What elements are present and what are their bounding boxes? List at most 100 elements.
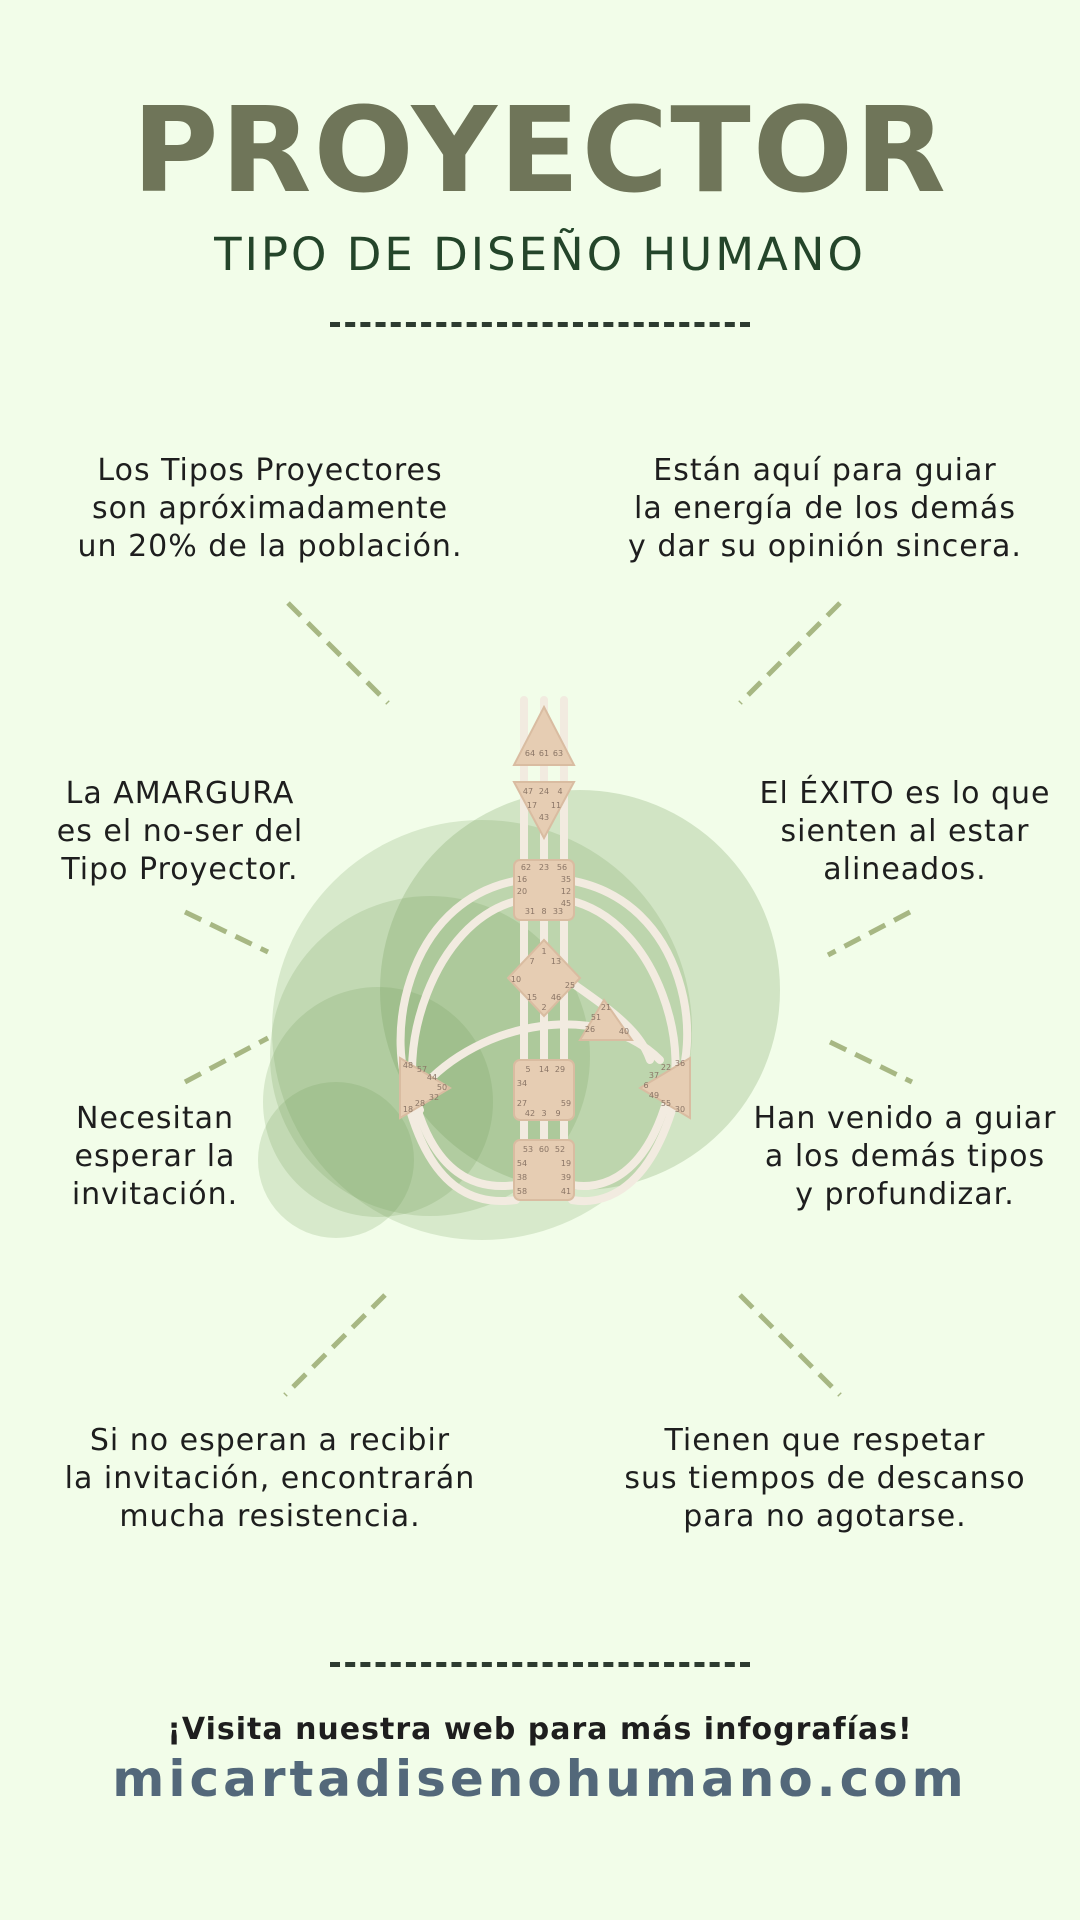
gate-number: 51 (591, 1013, 601, 1022)
gate-number: 45 (561, 899, 571, 908)
gate-number: 7 (529, 957, 534, 966)
root-center (513, 1139, 575, 1201)
gate-number: 21 (601, 1003, 611, 1012)
gate-number: 6 (643, 1081, 648, 1090)
gate-number: 47 (523, 787, 533, 796)
heart-center (578, 998, 634, 1041)
gate-number: 36 (675, 1059, 685, 1068)
page-subtitle: TIPO DE DISEÑO HUMANO (214, 228, 866, 281)
aura-circle (258, 1082, 414, 1238)
gate-number: 28 (415, 1099, 425, 1108)
gate-number: 18 (403, 1105, 413, 1114)
gate-number: 16 (517, 875, 527, 884)
gate-number: 44 (427, 1073, 437, 1082)
gate-number: 24 (539, 787, 549, 796)
gate-number: 15 (527, 993, 537, 1002)
gate-number: 49 (649, 1091, 659, 1100)
gate-number: 25 (565, 981, 575, 990)
gate-number: 10 (511, 975, 521, 984)
fact-mid-left: La AMARGURA es el no-ser del Tipo Proyec… (56, 776, 304, 887)
ray-line (738, 1293, 842, 1397)
bottom-divider (330, 1662, 750, 1667)
ray-line (183, 1035, 270, 1085)
ray-line (826, 909, 912, 958)
fact-low-right: Han venido a guiar a los demás tipos y p… (753, 1101, 1057, 1212)
gate-number: 48 (403, 1061, 413, 1070)
gate-number: 29 (555, 1065, 565, 1074)
ray-line (828, 1039, 914, 1085)
gate-number: 55 (661, 1099, 671, 1108)
gate-number: 8 (541, 907, 546, 916)
gate-number: 60 (539, 1145, 549, 1154)
gate-number: 46 (551, 993, 561, 1002)
gate-number: 35 (561, 875, 571, 884)
gate-number: 30 (675, 1105, 685, 1114)
gate-number: 39 (561, 1173, 571, 1182)
ray-line (283, 1293, 387, 1397)
fact-top-right: Están aquí para guiar la energía de los … (628, 453, 1022, 564)
ray-line (738, 601, 842, 705)
gate-number: 4 (557, 787, 562, 796)
gate-number: 23 (539, 863, 549, 872)
gate-number: 41 (561, 1187, 571, 1196)
gate-number: 9 (555, 1109, 560, 1118)
fact-mid-right: El ÉXITO es lo que sienten al estar alin… (759, 776, 1051, 887)
gate-number: 63 (553, 749, 563, 758)
gate-number: 53 (523, 1145, 533, 1154)
gate-number: 34 (517, 1079, 527, 1088)
gate-number: 64 (525, 749, 535, 758)
gate-number: 56 (557, 863, 567, 872)
bodygraph-centers (399, 704, 691, 1201)
aura-circle (272, 820, 692, 1240)
gate-number: 19 (561, 1159, 571, 1168)
page-title: PROYECTOR (132, 81, 948, 219)
gate-number: 20 (517, 887, 527, 896)
gate-number: 57 (417, 1065, 427, 1074)
gate-number: 59 (561, 1099, 571, 1108)
gate-number: 3 (541, 1109, 546, 1118)
gate-number: 27 (517, 1099, 527, 1108)
g-center (506, 938, 582, 1018)
gate-number: 38 (517, 1173, 527, 1182)
gate-number: 37 (649, 1071, 659, 1080)
gate-number: 43 (539, 813, 549, 822)
gate-number: 13 (551, 957, 561, 966)
gate-number: 52 (555, 1145, 565, 1154)
gate-number: 40 (619, 1027, 629, 1036)
fact-low-left: Necesitan esperar la invitación. (71, 1101, 239, 1212)
spleen-center (399, 1056, 452, 1120)
gate-number: 62 (521, 863, 531, 872)
gate-number: 5 (525, 1065, 530, 1074)
ajna-center (512, 781, 576, 841)
gate-number: 11 (551, 801, 561, 810)
gate-number: 26 (585, 1025, 595, 1034)
fact-bottom-right: Tienen que respetar sus tiempos de desca… (624, 1423, 1026, 1534)
gate-number: 50 (437, 1083, 447, 1092)
ray-line (183, 909, 270, 955)
gate-number: 31 (525, 907, 535, 916)
gate-number: 14 (539, 1065, 549, 1074)
gate-number: 61 (539, 749, 549, 758)
gate-number: 58 (517, 1187, 527, 1196)
gate-number: 32 (429, 1093, 439, 1102)
gate-number: 12 (561, 887, 571, 896)
bodygraph-gate-numbers: 64 61 63 47 24 4 17 11 43 62 23 56 16 35… (403, 749, 685, 1196)
gate-number: 1 (541, 947, 546, 956)
fact-top-left: Los Tipos Proyectores son apróximadament… (77, 453, 463, 564)
gate-number: 17 (527, 801, 537, 810)
sacral-center (513, 1059, 575, 1121)
solar-plexus-center (638, 1056, 691, 1120)
ray-line (286, 601, 390, 705)
fact-bottom-left: Si no esperan a recibir la invitación, e… (64, 1423, 476, 1534)
throat-center (513, 859, 575, 921)
gate-number: 42 (525, 1109, 535, 1118)
gate-number: 33 (553, 907, 563, 916)
top-divider (330, 322, 750, 327)
website-link[interactable]: micartadisenohumano.com (112, 1750, 968, 1808)
head-center (512, 704, 576, 766)
gate-number: 22 (661, 1063, 671, 1072)
footer-cta: ¡Visita nuestra web para más infografías… (167, 1712, 913, 1747)
gate-number: 2 (541, 1003, 546, 1012)
gate-number: 54 (517, 1159, 527, 1168)
